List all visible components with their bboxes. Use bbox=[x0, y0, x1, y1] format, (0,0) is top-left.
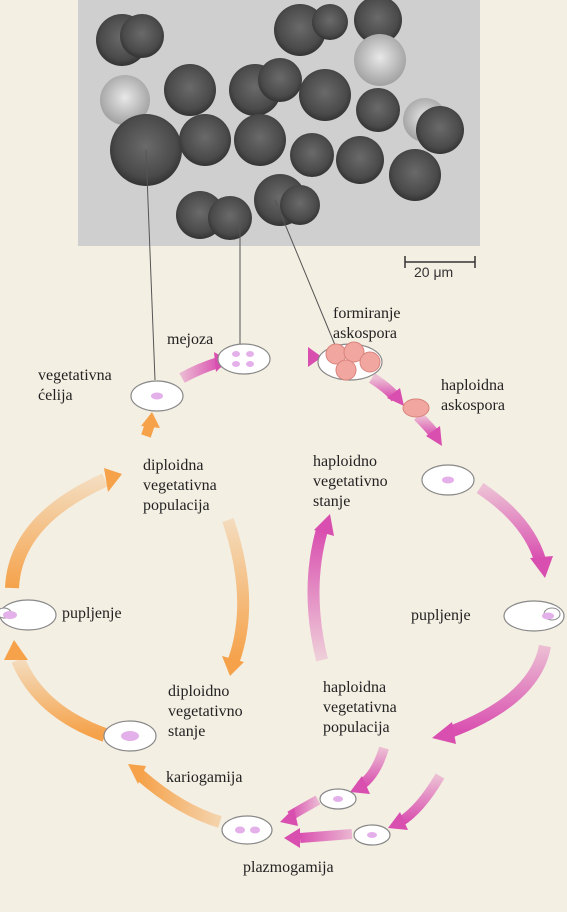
arrow-diploid-state-to-budding bbox=[11, 657, 108, 742]
arrow-diploid-population-to-state bbox=[222, 518, 250, 662]
label-karyogamy: kariogamija bbox=[166, 769, 243, 786]
label-meiosis: mejoza bbox=[167, 331, 214, 348]
label-budding-haploid: pupljenje bbox=[411, 607, 471, 624]
ascus-with-ascospores bbox=[317, 341, 383, 381]
diploid-cycle-arrows bbox=[4, 412, 250, 828]
diploid-zygote-cell bbox=[103, 720, 157, 752]
label-diploid-vegetative-state: diploidno vegetativno stanje bbox=[168, 683, 243, 740]
diploid-budding-cell bbox=[0, 599, 57, 631]
label-haploid-ascospore: haploidna askospora bbox=[441, 377, 505, 414]
haploid-ascospore bbox=[402, 398, 430, 418]
arrow-haploid-state-to-budding bbox=[476, 483, 546, 562]
arrow-population-to-mating-cell-2 bbox=[397, 773, 445, 827]
scale-bar bbox=[404, 256, 476, 268]
haploid-cycle-arrows bbox=[179, 347, 553, 848]
arrow-budding-to-haploid-population bbox=[447, 644, 551, 738]
label-haploid-vegetative-state: haploidno vegetativno stanje bbox=[313, 453, 388, 510]
arrow-budding-to-diploid-population bbox=[5, 473, 108, 589]
leader-lines bbox=[145, 149, 336, 381]
haploid-vegetative-cell bbox=[421, 464, 475, 496]
mating-cell-2 bbox=[353, 824, 391, 846]
arrow-mating-cell-2-to-plasmogamy bbox=[299, 829, 353, 843]
arrow-plasmogamy-to-diploid-state bbox=[136, 770, 222, 828]
meiosis-cell bbox=[217, 343, 271, 375]
label-vegetative-cell: vegetativna ćelija bbox=[38, 367, 112, 404]
label-ascospore-formation: formiranje askospora bbox=[333, 305, 401, 342]
label-haploid-vegetative-population: haploidna vegetativna populacija bbox=[323, 679, 397, 736]
scale-bar-label: 20 μm bbox=[414, 264, 454, 280]
haploid-budding-cell bbox=[503, 600, 565, 632]
arrow-cell-to-meiosis bbox=[179, 356, 222, 383]
plasmogamy-cell bbox=[221, 815, 273, 845]
arrow-population-up bbox=[307, 528, 328, 662]
label-plasmogamy: plazmogamija bbox=[243, 859, 334, 876]
mating-cell-1 bbox=[319, 788, 357, 810]
yeast-micrograph bbox=[78, 0, 480, 246]
label-diploid-vegetative-population: diploidna vegetativna populacija bbox=[143, 457, 217, 514]
diploid-vegetative-cell bbox=[130, 380, 184, 412]
label-budding-diploid: pupljenje bbox=[62, 605, 122, 622]
